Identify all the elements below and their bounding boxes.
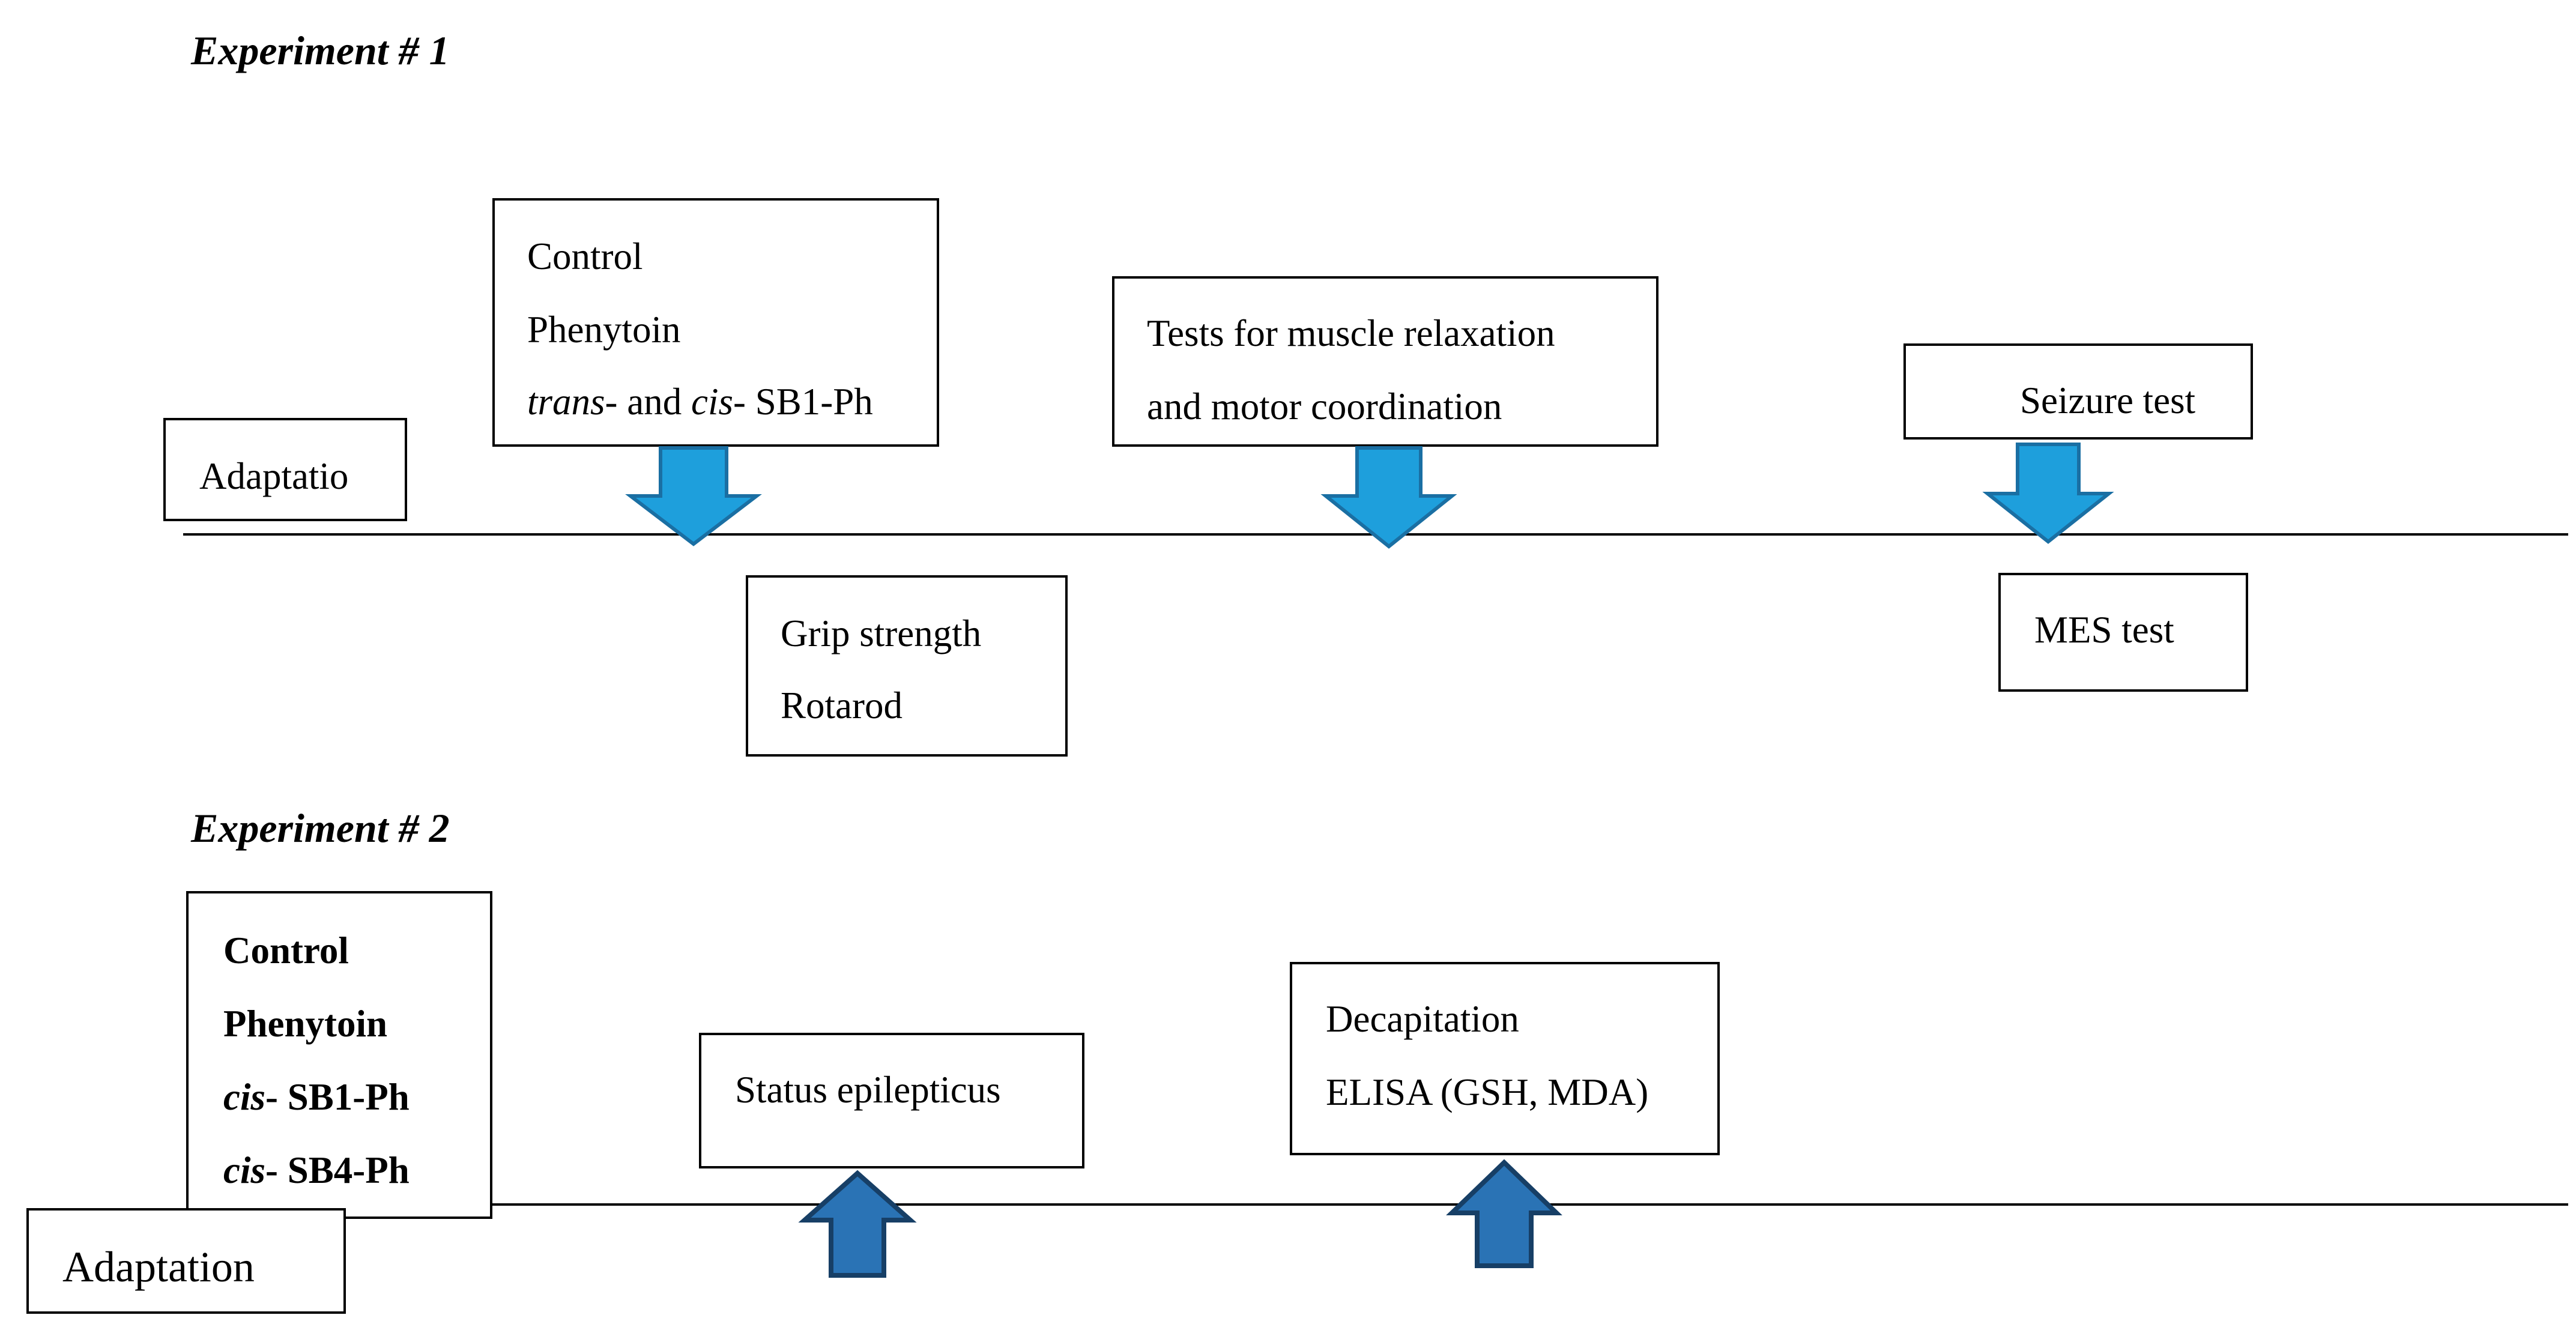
- experiment-1-treatment-box: Control Phenytoin trans- and cis- SB1-Ph: [492, 198, 939, 447]
- grip-strength-label: Grip strength: [781, 612, 982, 654]
- status-epilepticus-label: Status epilepticus: [735, 1069, 1001, 1111]
- grip-rotarod-box: Grip strength Rotarod: [746, 575, 1068, 757]
- exp2-sb4-cis-italic: cis: [223, 1149, 265, 1191]
- exp2-sb4-text: - SB4-Ph: [265, 1149, 410, 1191]
- exp2-sb1-text: - SB1-Ph: [265, 1076, 410, 1118]
- experiment-2-adaptation-label: Adaptation: [62, 1243, 255, 1291]
- up-arrow-status-epilepticus: [798, 1170, 917, 1278]
- experiment-1-heading: Experiment # 1: [191, 28, 450, 73]
- exp2-sb4-label: cis- SB4-Ph: [223, 1152, 410, 1189]
- seizure-test-box: Seizure test: [1903, 343, 2253, 440]
- decapitation-box: Decapitation ELISA (GSH, MDA): [1290, 962, 1720, 1155]
- treatment-phenytoin-label: Phenytoin: [527, 309, 681, 351]
- down-arrow-muscle-tests: [1320, 446, 1457, 549]
- exp2-sb1-cis-italic: cis: [223, 1076, 265, 1118]
- elisa-label: ELISA (GSH, MDA): [1326, 1071, 1649, 1113]
- treatment-and-text: - and: [605, 381, 691, 423]
- treatment-control-label: Control: [527, 235, 643, 277]
- mes-test-label: MES test: [2034, 609, 2174, 651]
- status-epilepticus-box: Status epilepticus: [699, 1033, 1084, 1168]
- treatment-cis-italic: cis: [691, 381, 733, 423]
- motor-coordination-label: and motor coordination: [1147, 385, 1502, 428]
- down-arrow-treatment: [625, 446, 762, 546]
- muscle-relaxation-label: Tests for muscle relaxation: [1147, 312, 1555, 354]
- exp2-sb1-label: cis- SB1-Ph: [223, 1078, 410, 1116]
- mes-test-box: MES test: [1998, 573, 2248, 692]
- experiment-2-adaptation-box: Adaptation: [26, 1208, 346, 1314]
- experiment-1-adaptation-label: Adaptatio: [199, 455, 349, 497]
- experiment-1-adaptation-box: Adaptatio: [163, 418, 407, 521]
- down-arrow-seizure-test: [1982, 443, 2114, 544]
- treatment-sb1-text: - SB1-Ph: [733, 381, 873, 423]
- experiment-2-treatment-box: Control Phenytoin cis- SB1-Ph cis- SB4-P…: [186, 891, 492, 1219]
- up-arrow-decapitation: [1446, 1159, 1562, 1268]
- treatment-sb1-label: trans- and cis- SB1-Ph: [527, 383, 873, 421]
- seizure-test-label: Seizure test: [2020, 379, 2196, 422]
- decapitation-label: Decapitation: [1326, 998, 1519, 1040]
- experiment-2-heading: Experiment # 2: [191, 805, 450, 851]
- exp2-phenytoin-label: Phenytoin: [223, 1003, 388, 1045]
- muscle-relaxation-box: Tests for muscle relaxation and motor co…: [1112, 276, 1658, 447]
- rotarod-label: Rotarod: [781, 685, 903, 727]
- treatment-trans-italic: trans: [527, 381, 605, 423]
- exp2-control-label: Control: [223, 929, 349, 972]
